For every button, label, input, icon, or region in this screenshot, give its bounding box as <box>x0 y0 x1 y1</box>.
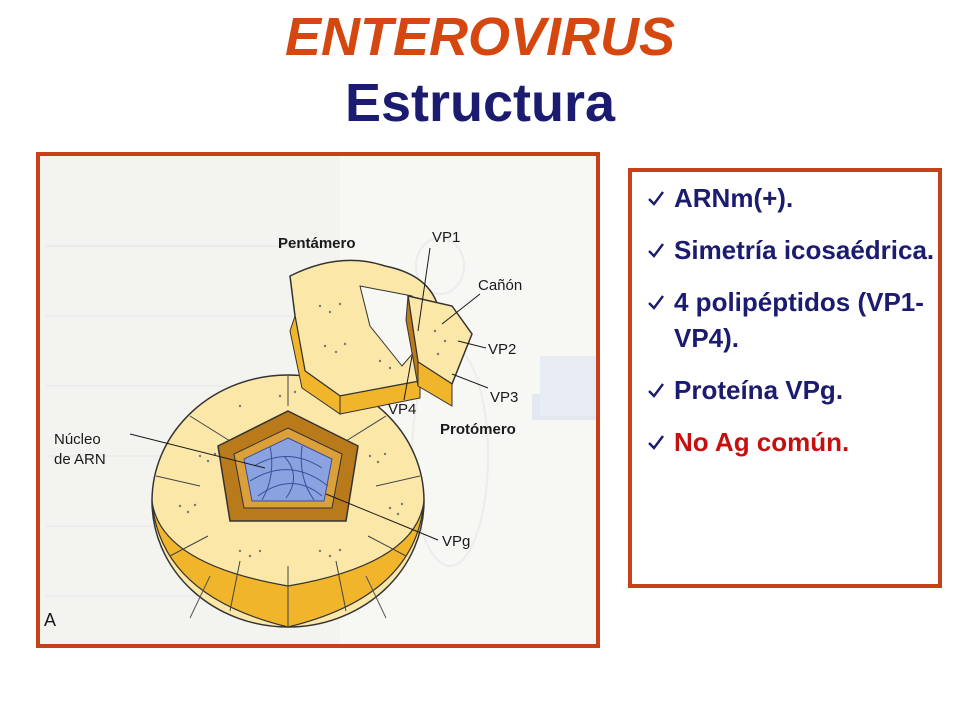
list-item: Proteína VPg. <box>646 372 938 408</box>
check-icon <box>648 295 664 310</box>
protomer <box>405 295 473 407</box>
features-list: ARNm(+). Simetría icosaédrica. 4 polipép… <box>632 172 938 460</box>
rna-core <box>243 437 333 502</box>
label-vp4: VP4 <box>388 401 416 418</box>
list-item-text: Proteína VPg. <box>674 375 844 405</box>
list-item-text: Simetría icosaédrica. <box>674 235 935 265</box>
list-item: Simetría icosaédrica. <box>646 232 938 268</box>
features-box: ARNm(+). Simetría icosaédrica. 4 polipép… <box>628 168 942 588</box>
list-item: No Ag común. <box>646 424 938 460</box>
check-icon <box>648 383 664 398</box>
check-icon <box>648 435 664 450</box>
list-item-text: ARNm(+). <box>674 183 794 213</box>
virus-structure-figure: Pentámero VP1 Cañón VP2 VP3 VP4 Protómer… <box>36 152 600 648</box>
label-nucleo-2: de ARN <box>54 451 106 468</box>
label-protomero: Protómero <box>440 421 516 438</box>
slide-subtitle: Estructura <box>344 73 616 133</box>
label-pentamero: Pentámero <box>278 235 356 252</box>
capsid-sphere <box>151 374 425 628</box>
label-canon: Cañón <box>478 277 522 294</box>
leader-lines <box>129 247 489 541</box>
list-item-text: 4 polipéptidos (VP1-VP4). <box>674 287 924 353</box>
label-vpg: VPg <box>442 533 470 550</box>
capsid-illustration: Pentámero VP1 Cañón VP2 VP3 VP4 Protómer… <box>40 156 596 644</box>
pentamer <box>289 259 473 415</box>
label-vp3: VP3 <box>490 389 518 406</box>
check-icon <box>648 243 664 258</box>
label-vp1: VP1 <box>432 229 460 246</box>
list-item: ARNm(+). <box>646 180 938 216</box>
list-item-text: No Ag común. <box>674 427 850 457</box>
panel-letter: A <box>44 610 56 630</box>
list-item: 4 polipéptidos (VP1-VP4). <box>646 284 938 356</box>
check-icon <box>648 191 664 206</box>
label-vp2: VP2 <box>488 341 516 358</box>
slide-title: ENTEROVIRUS <box>284 7 676 67</box>
label-nucleo-1: Núcleo <box>54 431 101 448</box>
